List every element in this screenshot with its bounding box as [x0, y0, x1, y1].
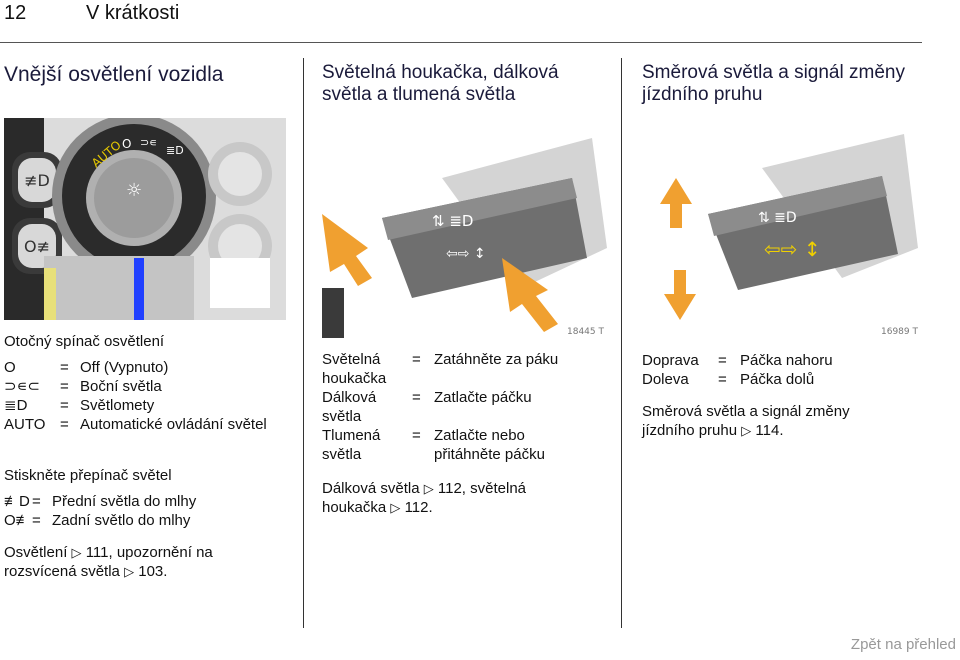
turn-signal-list: Doprava = Páčka nahoru Doleva = Páčka do… [642, 351, 932, 389]
front-fog-icon: ≢D [4, 493, 30, 510]
image-code: 16989 T [881, 327, 918, 337]
header-divider [0, 42, 922, 43]
list-item: Doprava = Páčka nahoru [642, 352, 833, 369]
left-footer-note: Osvětlení ▷ 111, upozornění na rozsvícen… [4, 544, 213, 580]
svg-text:≣D: ≣D [166, 144, 184, 157]
reference-arrow-icon: ▷ [124, 564, 135, 579]
svg-text:O≢: O≢ [24, 237, 50, 256]
middle-footer-note: Dálková světla ▷ 112, světelná houkačka … [322, 480, 527, 516]
list-item: Dálková světla = Zatlačte páčku [322, 389, 532, 425]
column-divider-1 [303, 58, 304, 628]
switch-positions-list: O = Off (Vypnuto) ⊃∊⊂ = Boční světla ≣D … [4, 358, 296, 434]
chapter-title: V krátkosti [86, 2, 180, 24]
list-item: Doleva = Páčka dolů [642, 371, 815, 388]
reference-link-turn-signals[interactable]: 114. [755, 422, 784, 439]
svg-text:≢D: ≢D [24, 171, 50, 190]
svg-text:⇦⇨ ↕: ⇦⇨ ↕ [446, 246, 486, 262]
stalk-photo-turn-signal: ⇅ ≣D ⇦⇨ ↕ 16989 T [642, 118, 924, 338]
auto-symbol: AUTO [4, 416, 46, 433]
reference-arrow-icon: ▷ [71, 545, 82, 560]
back-to-overview-link[interactable]: Zpět na přehled [850, 636, 956, 653]
list-item: O = Off (Vypnuto) [4, 359, 169, 376]
headlight-controls-list: Světelná houkačka = Zatáhněte za páku Dá… [322, 350, 612, 466]
section-title-turn-signals: Směrová světla a signál změny jízdního p… [642, 62, 905, 105]
light-switch-photo: ≢D O≢ AUTO O ⊃∊ ≣D ☼ [4, 118, 286, 320]
list-item: ⊃∊⊂ = Boční světla [4, 378, 162, 395]
reference-link-high-beam[interactable]: 112, světelná [437, 480, 527, 497]
reference-arrow-icon: ▷ [423, 481, 434, 496]
svg-text:☼: ☼ [126, 180, 142, 201]
reference-arrow-icon: ▷ [390, 500, 401, 515]
list-item: O≢ = Zadní světlo do mlhy [4, 512, 191, 529]
switch-caption: Otočný spínač osvětlení [4, 333, 165, 350]
svg-text:⇅ ≣D: ⇅ ≣D [758, 210, 797, 226]
list-item: ≣D = Světlomety [4, 397, 155, 414]
list-item: AUTO = Automatické ovládání světel [4, 416, 267, 433]
side-light-icon: ⊃∊⊂ [4, 378, 40, 395]
reference-link-lights-on-warning[interactable]: 103. [138, 563, 168, 580]
fog-lights-list: ≢D = Přední světla do mlhy O≢ = Zadní sv… [4, 492, 296, 530]
list-item: Tlumená světla = Zatlačte nebo přitáhnět… [322, 427, 545, 463]
section-title-exterior-lights: Vnější osvětlení vozidla [4, 63, 224, 86]
reference-link-flash[interactable]: 112. [404, 499, 433, 516]
list-item: Světelná houkačka = Zatáhněte za páku [322, 351, 559, 387]
rear-fog-icon: O≢ [4, 512, 31, 529]
press-caption: Stiskněte přepínač světel [4, 467, 172, 484]
list-item: ≢D = Přední světla do mlhy [4, 493, 197, 510]
right-note: Směrová světla a signál změny jízdního p… [642, 403, 850, 439]
page-number: 12 [4, 2, 27, 24]
reference-arrow-icon: ▷ [741, 423, 752, 438]
image-code: 18445 T [567, 327, 604, 337]
off-symbol: O [4, 359, 16, 376]
reference-link-lighting[interactable]: 111, upozornění na [85, 544, 213, 561]
section-title-headlight-flash: Světelná houkačka, dálková světla a tlum… [322, 62, 559, 105]
headlight-icon: ≣D [4, 397, 28, 414]
svg-text:⊃∊: ⊃∊ [140, 136, 157, 149]
stalk-photo-headlight: ⇅ ≣D ⇦⇨ ↕ 18445 T [322, 118, 612, 338]
svg-text:⇦⇨ ↕: ⇦⇨ ↕ [764, 237, 821, 261]
column-divider-2 [621, 58, 622, 628]
svg-text:O: O [122, 137, 131, 151]
svg-text:⇅ ≣D: ⇅ ≣D [432, 212, 473, 230]
